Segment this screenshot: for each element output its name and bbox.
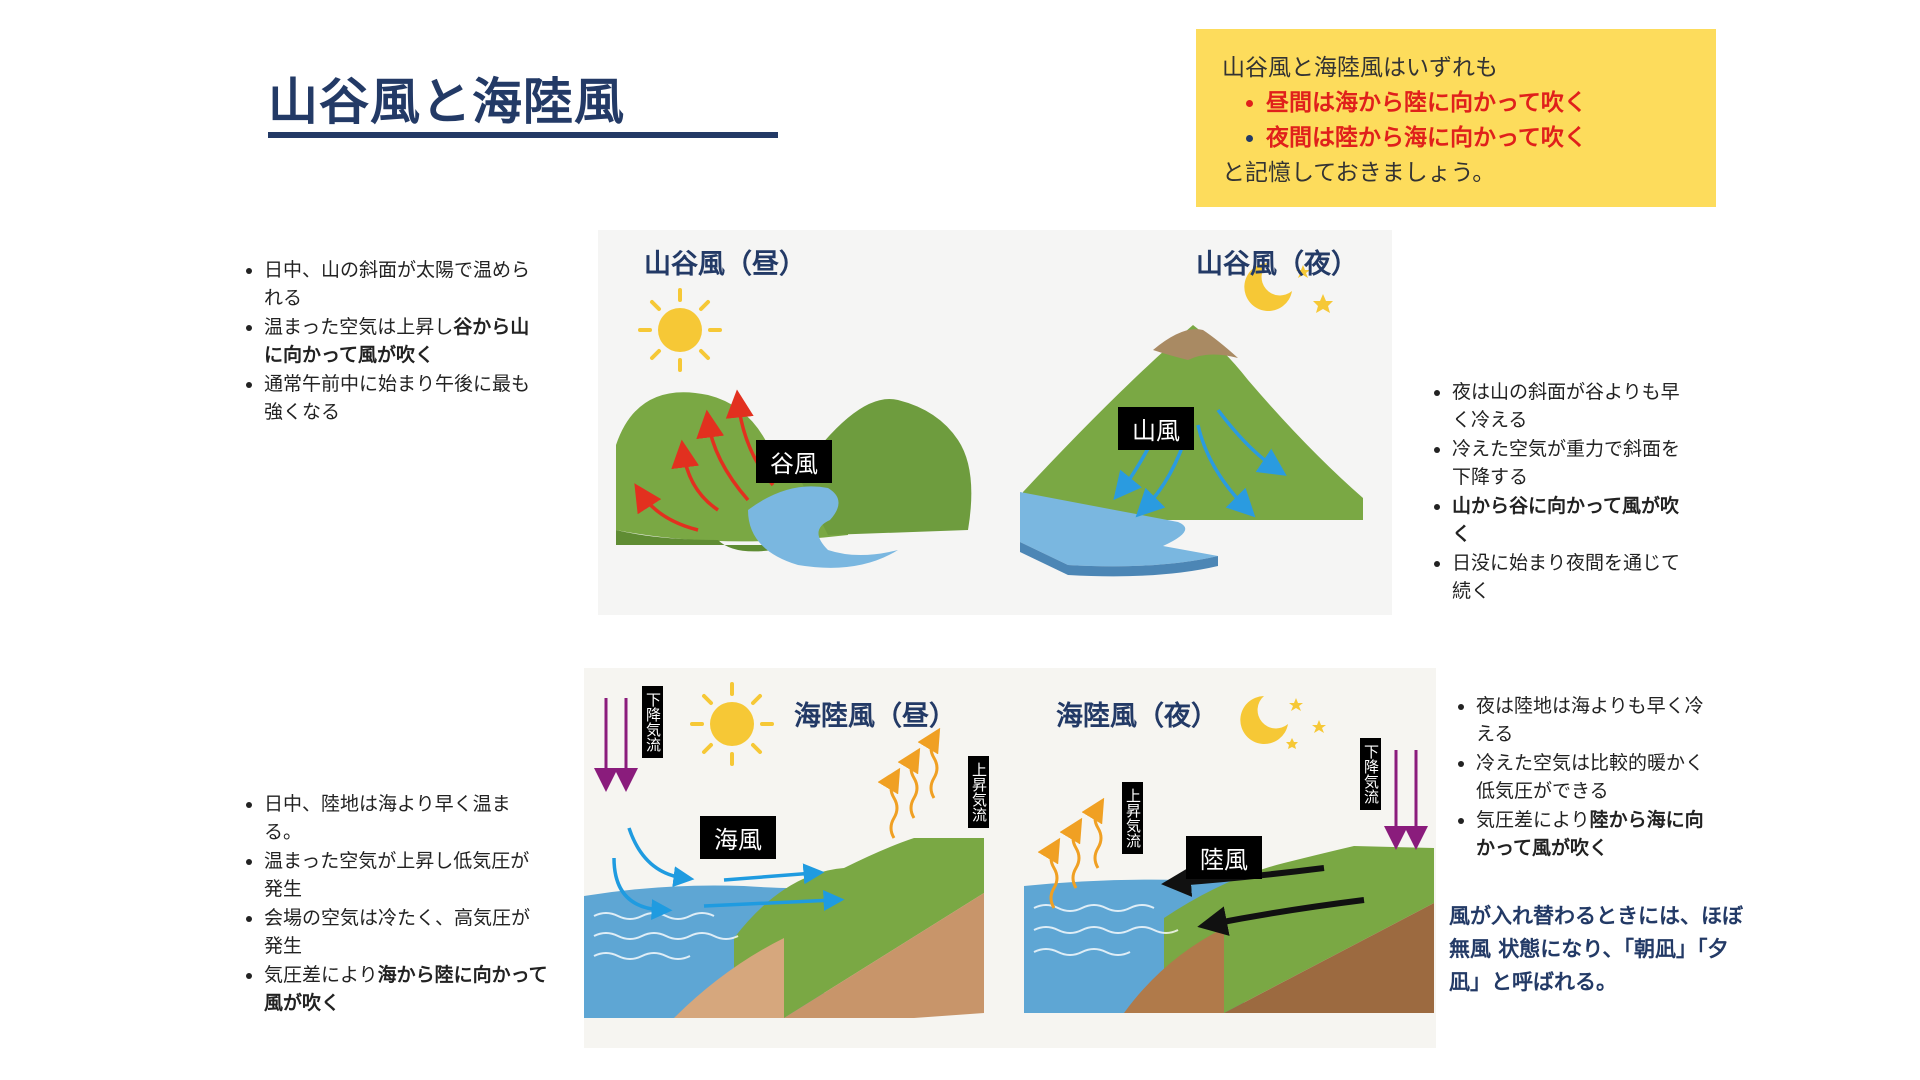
valley-night-bullet-1: 夜は山の斜面が谷よりも早く冷える [1452, 378, 1686, 434]
sea-night-title: 海陸風（夜） [1056, 701, 1218, 732]
sea-breeze-tag: 海風 [700, 816, 776, 859]
sea-day-down-draft-label: 下降気流 [642, 686, 663, 758]
note-point-night: 夜間は陸から海に向かって吹く [1266, 121, 1690, 156]
note-point-day: 昼間は海から陸に向かって吹く [1266, 86, 1690, 121]
sea-day-bullets: 日中、陸地は海より早く温まる。 温まった空気が上昇し低気圧が発生 会場の空気は冷… [238, 790, 548, 1018]
mountain-wind-tag: 山風 [1118, 407, 1194, 450]
sun-icon [638, 288, 722, 372]
sea-night-bullet-1: 夜は陸地は海よりも早く冷える [1476, 692, 1720, 748]
note-outro: と記憶しておきましょう。 [1222, 160, 1496, 186]
valley-night-title: 山谷風（夜） [1196, 249, 1358, 280]
sea-night-bullet-3: 気圧差により陸から海に向かって風が吹く [1476, 806, 1720, 862]
note-points: 昼間は海から陸に向かって吹く 夜間は陸から海に向かって吹く [1222, 86, 1690, 156]
moon-icon [1240, 696, 1288, 744]
star-icon [1286, 698, 1326, 749]
sea-night-block [1024, 846, 1434, 1013]
land-breeze-tag: 陸風 [1186, 836, 1262, 879]
sea-day-bullet-3: 会場の空気は冷たく、高気圧が発生 [264, 904, 548, 960]
sea-day-title: 海陸風（昼） [794, 701, 956, 732]
sea-wind-panel: 海陸風（昼） 海陸風（夜） 海風 陸風 下降気流 上昇気流 上昇気流 下降気流 [584, 668, 1436, 1048]
down-draft-arrows [594, 698, 638, 792]
sea-day-bullet-2: 温まった空気が上昇し低気圧が発生 [264, 847, 548, 903]
night-mountain [1020, 325, 1363, 577]
sea-day-bullet-4: 気圧差により海から陸に向かって風が吹く [264, 961, 548, 1017]
valley-day-bullet-2: 温まった空気は上昇し谷から山に向かって風が吹く [264, 313, 548, 369]
star-icon [1296, 265, 1333, 313]
valley-night-bullet-3: 山から谷に向かって風が吹く [1452, 492, 1686, 548]
valley-wind-panel: 山谷風（昼） 山谷風（夜） 谷風 山風 [598, 230, 1392, 615]
sun-icon [690, 682, 774, 766]
valley-day-title: 山谷風（昼） [644, 249, 806, 280]
memory-note-box: 山谷風と海陸風はいずれも 昼間は海から陸に向かって吹く 夜間は陸から海に向かって… [1196, 29, 1716, 207]
sea-day-block [584, 838, 984, 1018]
moon-icon [1244, 263, 1292, 311]
sea-night-up-draft-label: 上昇気流 [1122, 782, 1143, 854]
sea-day-bullet-1: 日中、陸地は海より早く温まる。 [264, 790, 548, 846]
sea-breeze-arrows [612, 827, 845, 921]
valley-day-bullet-3: 通常午前中に始まり午後に最も強くなる [264, 370, 548, 426]
sea-night-bullets: 夜は陸地は海よりも早く冷える 冷えた空気は比較的暖かく低気圧ができる 気圧差によ… [1450, 692, 1720, 863]
sea-day-up-draft-label: 上昇気流 [968, 756, 989, 828]
valley-night-bullets: 夜は山の斜面が谷よりも早く冷える 冷えた空気が重力で斜面を下降する 山から谷に向… [1426, 378, 1686, 606]
valley-wind-illustration [616, 263, 1363, 577]
valley-wind-tag: 谷風 [756, 440, 832, 483]
page-title: 山谷風と海陸風 [268, 73, 625, 131]
valley-day-bullet-1: 日中、山の斜面が太陽で温められる [264, 256, 548, 312]
valley-night-bullet-4: 日没に始まり夜間を通じて続く [1452, 549, 1686, 605]
up-draft-arrows [877, 727, 941, 839]
sea-night-down-draft-label: 下降気流 [1360, 738, 1381, 810]
sea-wind-illustration [584, 682, 1434, 1018]
valley-night-bullet-2: 冷えた空気が重力で斜面を下降する [1452, 435, 1686, 491]
night-up-draft-arrows [1037, 797, 1105, 909]
note-intro: 山谷風と海陸風はいずれも [1222, 55, 1498, 81]
night-down-draft-arrows [1384, 750, 1428, 850]
valley-mountains [616, 392, 972, 568]
calm-summary: 風が入れ替わるときには、ほぼ無風 状態になり、「朝凪」「夕凪」と呼ばれる。 [1449, 904, 1743, 994]
title-underline [268, 132, 778, 138]
valley-day-bullets: 日中、山の斜面が太陽で温められる 温まった空気は上昇し谷から山に向かって風が吹く… [238, 256, 548, 427]
sea-night-bullet-2: 冷えた空気は比較的暖かく低気圧ができる [1476, 749, 1720, 805]
